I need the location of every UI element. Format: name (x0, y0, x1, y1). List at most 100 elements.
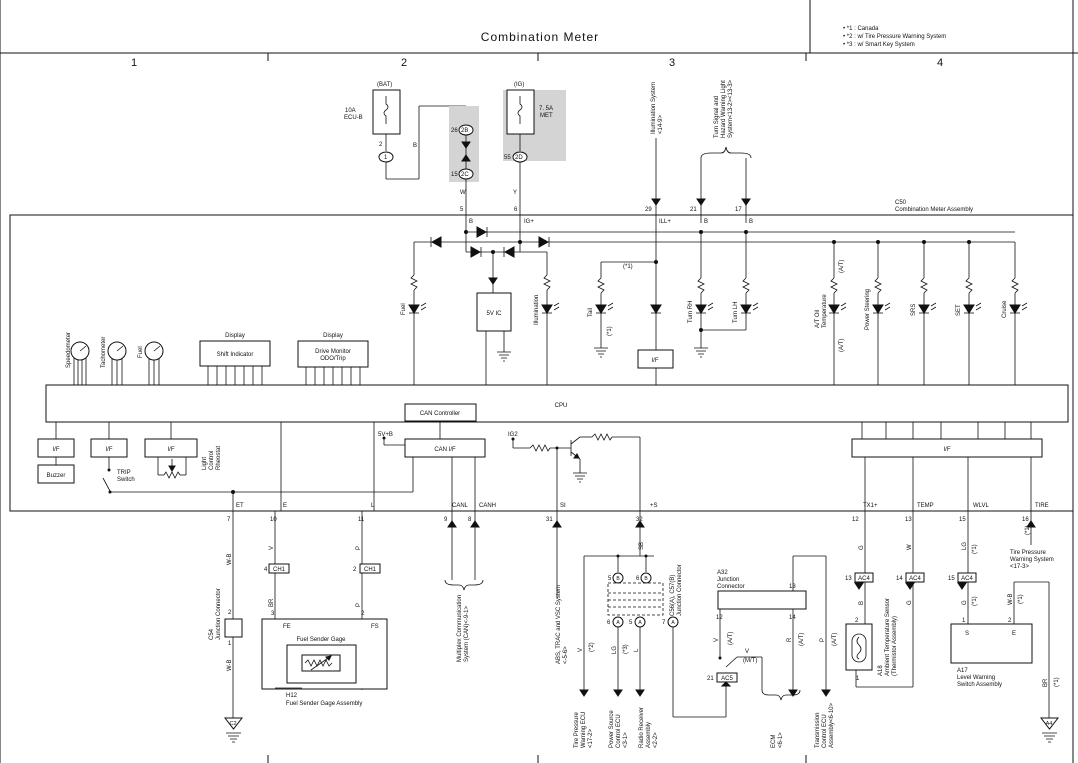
tpw-label-1: Tire Pressure (1010, 550, 1046, 556)
pin-label-e: E (1012, 631, 1016, 637)
power-steering-led (872, 242, 891, 385)
pin-label-b: B (644, 576, 648, 582)
wire-color-label: LG (962, 542, 968, 550)
speedometer-gauge (70, 341, 90, 385)
pin-label: 2 (379, 142, 383, 148)
wire-variant-note: (*1) (1018, 594, 1024, 604)
pin-number: 12 (852, 517, 859, 523)
wire-variant-note: (*3) (623, 644, 629, 654)
pin-number: 10 (270, 517, 277, 523)
ecm-label-1: ECM (771, 735, 777, 748)
cruise-led (1009, 242, 1028, 385)
connector-ac4-a: AC4 (858, 576, 870, 582)
column-4: 4 (937, 57, 943, 69)
fuse-source-bat: (BAT) (377, 82, 392, 88)
can-controller (404, 403, 477, 422)
pin-label: 1 (384, 155, 388, 161)
ig2-label: IG2 (508, 432, 518, 438)
connector-ac4-c: AC4 (961, 576, 973, 582)
a18-name-1: Ambient Temperature Sensor (885, 598, 891, 676)
assembly-name: Combination Meter Assembly (895, 207, 973, 213)
pin-label: 3 (271, 611, 275, 617)
pin-label-fe: FE (283, 624, 291, 630)
fuse-name-ecu-b: ECU-B (344, 115, 363, 121)
wire-color-label: Y (513, 190, 517, 196)
pin-signal: TEMP (917, 503, 934, 509)
ecm-label-2: <6-1> (778, 732, 784, 748)
tpw-label-3: <17-3> (1010, 564, 1030, 570)
tail-note: (*1) (607, 326, 613, 336)
wire-color-label: W-B (227, 659, 233, 671)
if-right (851, 438, 1043, 458)
pin-signal: B (749, 219, 753, 225)
pin-signal: IG+ (524, 219, 534, 225)
connector-num: 26 (451, 128, 458, 134)
rheostat-label-3: Rheostat (216, 446, 222, 470)
ref-turn-3: System<13-2><13-3> (728, 79, 734, 138)
trip-switch-label-1: TRIP (117, 470, 131, 476)
pin-signal: B (469, 219, 473, 225)
connector-ac5: AC5 (721, 676, 733, 682)
tp-ecu-label-3: <17-2> (588, 728, 594, 748)
pin-signal: B (704, 219, 708, 225)
tc-label-1: Transmission (815, 713, 821, 748)
wire-color-label: V (578, 648, 584, 652)
speedometer-label: Speedometer (66, 332, 72, 368)
tachometer-gauge (107, 341, 127, 385)
turn-lh-label: Turn LH (733, 302, 739, 323)
turn-rh-label: Turn RH (688, 301, 694, 323)
pin-label-b: B (616, 576, 620, 582)
pin-signal: WLVL (973, 503, 990, 509)
ground-wire-c2 (223, 511, 244, 743)
wire-variant-note: (*1) (972, 596, 978, 606)
ic-5v (476, 292, 512, 332)
can-if-label: CAN I/F (434, 447, 456, 453)
pin-label: 1 (962, 618, 966, 624)
a17-switch-wiring (950, 511, 1060, 743)
pin-number: 9 (444, 517, 448, 523)
fuel-gauge (144, 341, 164, 385)
tpw-label-2: Warning System (1010, 557, 1054, 563)
pin-label: 2 (855, 618, 859, 624)
wire-color-label: SB (639, 542, 645, 550)
fuse-source-ig: (IG) (514, 82, 524, 88)
pin-number: 29 (645, 207, 652, 213)
pin-label-s: S (965, 631, 969, 637)
fuse-name-met: MET (540, 113, 553, 119)
a17-name-2: Switch Assembly (957, 682, 1002, 688)
column-3: 3 (669, 57, 675, 69)
ps-ecu-label-1: Power Source (609, 710, 615, 748)
trip-switch-label-2: Switch (117, 477, 135, 483)
tachometer-label: Tachometer (101, 337, 107, 368)
wire-color-label: P (356, 546, 362, 550)
junction-c56-c57 (579, 511, 727, 718)
connector-num: 13 (845, 576, 852, 582)
connector-2b (458, 124, 474, 180)
can-lines (444, 511, 484, 591)
if-ill (637, 349, 674, 369)
a32-code: A32 (717, 570, 728, 576)
ps-ecu-label-3: <3-1> (623, 732, 629, 748)
fuse-rating-10a: 10A (345, 108, 356, 114)
turn-rh-led (695, 232, 714, 348)
if-rheostat-label: I/F (168, 447, 175, 453)
fuel-gauge-label: Fuel (138, 346, 144, 358)
pin-number: 7 (227, 517, 231, 523)
display-title: Display (225, 333, 245, 339)
if-trip-label: I/F (106, 447, 113, 453)
connector-ch1-a: CH1 (273, 567, 286, 573)
if-right-label: I/F (944, 447, 951, 453)
odo-trip-label: ODO/Trip (320, 356, 346, 362)
a32-name-2: Connector (717, 584, 745, 590)
ref-illumination-page: <14-9> (658, 114, 664, 134)
turn-lh-led (701, 232, 759, 331)
connector-label-2c: 2C (461, 172, 469, 178)
wire-variant-note: (A/T) (832, 633, 838, 646)
ref-turn-2: Hazard Warning Light (721, 80, 727, 138)
power-steering-label: Power Steering (865, 289, 871, 330)
pin-signal: +S (650, 503, 658, 509)
wire-color-label: BR (1043, 678, 1049, 687)
connector-ch1-b: CH1 (364, 567, 377, 573)
pin-number: 6 (514, 207, 518, 213)
pin-number: 8 (468, 517, 472, 523)
